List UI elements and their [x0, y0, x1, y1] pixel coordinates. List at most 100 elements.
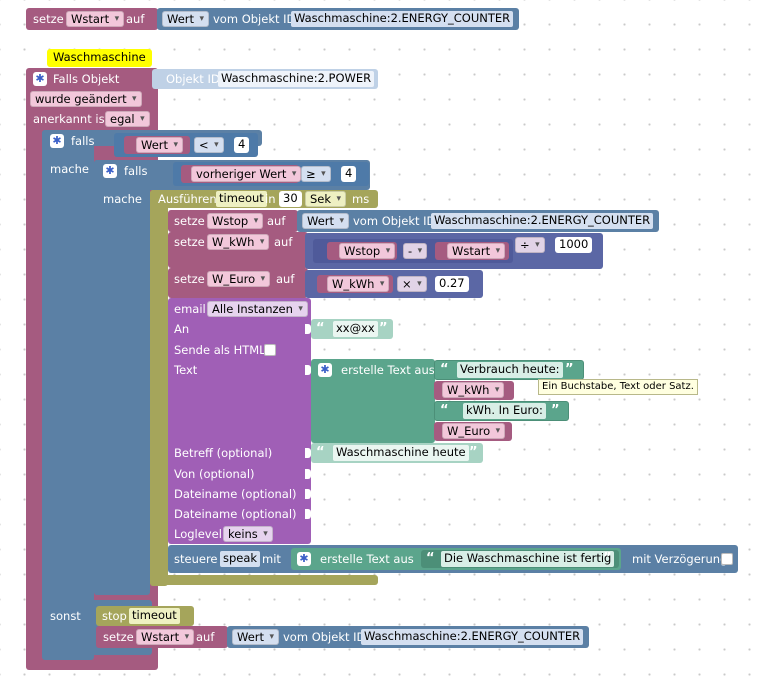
get-object-value-block[interactable]: Wert vom Objekt ID Waschmaschine:2.ENERG…	[157, 8, 519, 30]
gear-icon[interactable]: ✱	[50, 134, 64, 148]
stop-timeout-name-field[interactable]: timeout	[129, 608, 180, 624]
text-var1-block[interactable]: W_kWh	[434, 381, 514, 400]
divide-operator-dropdown[interactable]: ÷	[515, 237, 545, 253]
weuro-dropdown[interactable]: W_Euro	[442, 423, 506, 439]
an-label: An	[174, 322, 190, 336]
compare-block-2[interactable]: vorheriger Wert ≥ 4	[173, 162, 369, 186]
input-socket	[305, 489, 311, 499]
minus-block[interactable]: Wstop - Wstart	[313, 239, 513, 263]
wstart-variable-block[interactable]: Wstart	[435, 242, 509, 260]
stop-timeout-block[interactable]: stop timeout	[96, 606, 194, 626]
text-part2-field[interactable]: kWh. In Euro:	[463, 403, 546, 419]
trigger-object-id-field[interactable]: Waschmaschine:2.POWER	[218, 71, 375, 87]
vom-objekt-label: vom Objekt ID	[213, 12, 296, 26]
wkwh-variable-block[interactable]: W_kWh	[317, 275, 393, 293]
quote-icon: “	[316, 321, 325, 336]
wert-variable-block[interactable]: Wert	[124, 136, 190, 154]
text-var2-block[interactable]: W_Euro	[434, 422, 512, 441]
an-text-block[interactable]: “ xx@xx ”	[311, 319, 393, 339]
variable-dropdown[interactable]: W_kWh	[207, 234, 270, 250]
number-field[interactable]: 4	[234, 137, 250, 153]
html-checkbox[interactable]	[264, 344, 276, 356]
ack-dropdown[interactable]: egal	[105, 111, 150, 127]
compare-block-1[interactable]: Wert < 4	[114, 133, 258, 157]
mache-label: mache	[50, 162, 89, 176]
property-dropdown[interactable]: Wert	[302, 213, 350, 229]
gear-icon[interactable]: ✱	[297, 552, 311, 566]
betreff-text-block[interactable]: “ Waschmaschine heute ”	[311, 443, 483, 463]
text-part2-block[interactable]: “ kWh. In Euro: ”	[434, 401, 569, 421]
gear-icon[interactable]: ✱	[318, 363, 332, 377]
multiply-block[interactable]: W_kWh × 0.27	[305, 270, 483, 298]
variable-dropdown[interactable]: W_Euro	[207, 271, 271, 287]
get-object-value-block[interactable]: Wert vom Objekt ID Waschmaschine:2.ENERG…	[297, 210, 659, 232]
variable-dropdown[interactable]: Wstart	[66, 11, 125, 27]
setze-label: setze	[174, 235, 205, 249]
ausfuehren-label: Ausführen	[158, 192, 217, 206]
wstop-variable-block[interactable]: Wstop	[327, 242, 397, 260]
quote-icon: “	[440, 403, 449, 418]
betreff-text-field[interactable]: Waschmaschine heute	[333, 445, 469, 461]
set-weuro-block[interactable]: setze W_Euro auf	[168, 268, 308, 298]
text-label: Text	[174, 363, 198, 377]
set-wkwh-block[interactable]: setze W_kWh auf	[168, 232, 308, 268]
variable-dropdown[interactable]: Wstop	[207, 213, 264, 229]
timeout-unit-dropdown[interactable]: Sek	[305, 191, 347, 207]
operator-dropdown[interactable]: ≥	[301, 166, 331, 182]
comment-label[interactable]: Waschmaschine	[47, 49, 152, 67]
loglevel-label: Loglevel	[174, 527, 222, 541]
an-text-field[interactable]: xx@xx	[333, 321, 378, 337]
wstart-dropdown[interactable]: Wstart	[447, 243, 506, 259]
change-type-dropdown[interactable]: wurde geändert	[30, 91, 142, 107]
object-id-input-block[interactable]: Objekt ID Waschmaschine:2.POWER	[152, 69, 378, 89]
text-part1-block[interactable]: “ Verbrauch heute: ”	[434, 360, 584, 380]
set-wstop-block[interactable]: setze Wstop auf	[168, 210, 298, 232]
quote-icon: ”	[603, 551, 612, 566]
vorheriger-wert-dropdown[interactable]: vorheriger Wert	[191, 166, 302, 182]
operator-dropdown[interactable]: <	[194, 137, 224, 153]
if-block-outer-spine	[42, 130, 94, 660]
object-id-field[interactable]: Waschmaschine:2.ENERGY_COUNTER	[361, 629, 584, 645]
multiply-operator-dropdown[interactable]: ×	[397, 276, 427, 292]
dateiname2-label: Dateiname (optional)	[174, 507, 297, 521]
instances-dropdown[interactable]: Alle Instanzen	[207, 301, 308, 317]
vom-objekt-label: vom Objekt ID	[353, 214, 436, 228]
join-label: erstelle Text aus	[320, 552, 414, 566]
vorheriger-wert-block[interactable]: vorheriger Wert	[181, 165, 302, 183]
timeout-name-field[interactable]: timeout	[216, 191, 267, 207]
wkwh-dropdown[interactable]: W_kWh	[327, 276, 390, 292]
object-id-field[interactable]: Waschmaschine:2.ENERGY_COUNTER	[291, 11, 514, 27]
set-wstart-top-block[interactable]: setze Wstart auf	[26, 8, 158, 30]
speak-text-block[interactable]: “ Die Waschmaschine ist fertig ”	[421, 550, 619, 568]
gear-icon[interactable]: ✱	[103, 164, 117, 178]
auf-label: auf	[276, 272, 295, 286]
speak-target-field[interactable]: speak	[220, 551, 261, 567]
timeout-value-field[interactable]: 30	[279, 191, 302, 207]
divide-block[interactable]: Wstop - Wstart ÷ 1000	[305, 233, 603, 269]
variable-dropdown[interactable]: Wstart	[136, 629, 195, 645]
mache-label: mache	[103, 192, 142, 206]
speak-text-field[interactable]: Die Waschmaschine ist fertig	[441, 551, 615, 567]
timeout-bottom	[150, 575, 378, 585]
quote-icon: ”	[551, 403, 560, 418]
gear-icon[interactable]: ✱	[33, 72, 47, 86]
loglevel-dropdown[interactable]: keins	[223, 526, 273, 542]
property-dropdown[interactable]: Wert	[162, 11, 210, 27]
wkwh-dropdown[interactable]: W_kWh	[442, 382, 505, 398]
email-block[interactable]	[168, 298, 311, 544]
get-object-value-block[interactable]: Wert vom Objekt ID Waschmaschine:2.ENERG…	[227, 626, 589, 648]
wert-dropdown[interactable]: Wert	[136, 137, 184, 153]
set-wstart-else-block[interactable]: setze Wstart auf	[96, 626, 228, 648]
text-part1-field[interactable]: Verbrauch heute:	[457, 362, 563, 378]
property-dropdown[interactable]: Wert	[232, 629, 280, 645]
input-socket	[305, 469, 311, 479]
wstop-dropdown[interactable]: Wstop	[339, 243, 396, 259]
minus-operator-dropdown[interactable]: -	[403, 243, 428, 259]
object-id-field[interactable]: Waschmaschine:2.ENERGY_COUNTER	[431, 213, 654, 229]
number-field[interactable]: 4	[341, 166, 357, 182]
speak-text-join-block[interactable]: ✱ erstelle Text aus “ Die Waschmaschine …	[291, 548, 621, 570]
divisor-field[interactable]: 1000	[555, 237, 593, 253]
control-speak-block[interactable]: steuere speak mit ✱ erstelle Text aus “ …	[168, 545, 738, 573]
delay-checkbox[interactable]	[721, 553, 733, 565]
factor-field[interactable]: 0.27	[435, 276, 469, 292]
